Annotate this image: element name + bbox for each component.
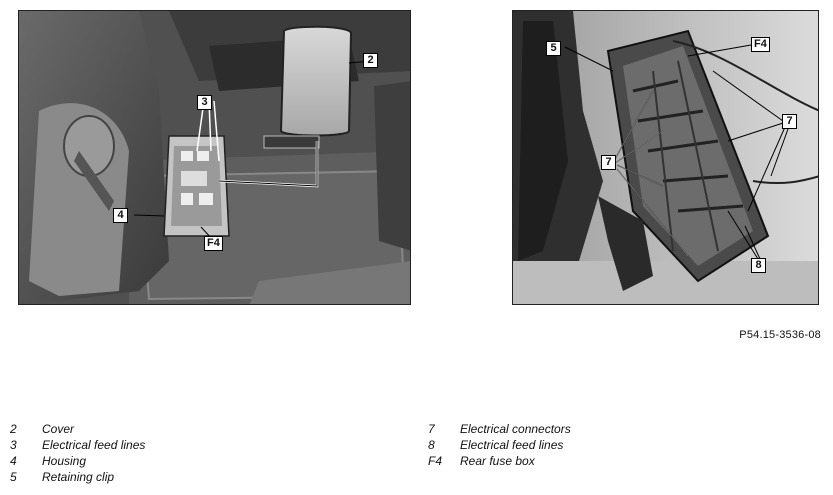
photo-right-illustration	[513, 11, 818, 304]
legend-number: 2	[10, 422, 17, 436]
callout-7-connectors: 7	[782, 114, 797, 129]
callout-3-feed-lines: 3	[197, 95, 212, 110]
legend-item: 3 Electrical feed lines	[10, 438, 145, 454]
legend-text: Electrical feed lines	[42, 438, 146, 452]
legend-number: 4	[10, 454, 17, 468]
legend-right: 7 Electrical connectors 8 Electrical feed …	[428, 422, 571, 470]
legend-text: Rear fuse box	[460, 454, 535, 468]
legend-number: 8	[428, 438, 435, 452]
callout-8-feed-lines: 8	[751, 258, 766, 273]
callout-2-cover: 2	[363, 53, 378, 68]
photo-fuse-box-removed: 5 F4 7 7 7 8	[512, 10, 819, 305]
legend-number: F4	[428, 454, 443, 468]
callout-f4-fuse-box: F4	[751, 37, 770, 52]
legend-text: Cover	[42, 422, 75, 436]
legend-item: F4 Rear fuse box	[428, 454, 571, 470]
legend-item: 8 Electrical feed lines	[428, 438, 571, 454]
figure-code: P54.15-3536-08	[739, 329, 821, 341]
legend-item: 4 Housing	[10, 454, 145, 470]
photo-rear-seat-fuse-box: 2 3 4 F4	[18, 10, 411, 305]
legend-left: 2 Cover 3 Electrical feed lines 4 Housing 5…	[10, 422, 145, 486]
callout-4-housing: 4	[113, 208, 128, 223]
legend-number: 7	[428, 422, 435, 436]
legend-text: Retaining clip	[42, 470, 115, 484]
callout-7-connectors: 7	[601, 155, 616, 170]
legend-item: 7 Electrical connectors	[428, 422, 571, 438]
photo-left-illustration	[19, 11, 410, 304]
callout-f4-fuse-box: F4	[204, 236, 223, 251]
legend-number: 5	[10, 470, 17, 484]
legend-text: Housing	[42, 454, 87, 468]
legend-item: 5 Retaining clip	[10, 470, 145, 486]
legend-number: 3	[10, 438, 17, 452]
callout-5-retaining-clip: 5	[546, 41, 561, 56]
legend-text: Electrical connectors	[460, 422, 571, 436]
legend-item: 2 Cover	[10, 422, 145, 438]
legend-text: Electrical feed lines	[460, 438, 564, 452]
